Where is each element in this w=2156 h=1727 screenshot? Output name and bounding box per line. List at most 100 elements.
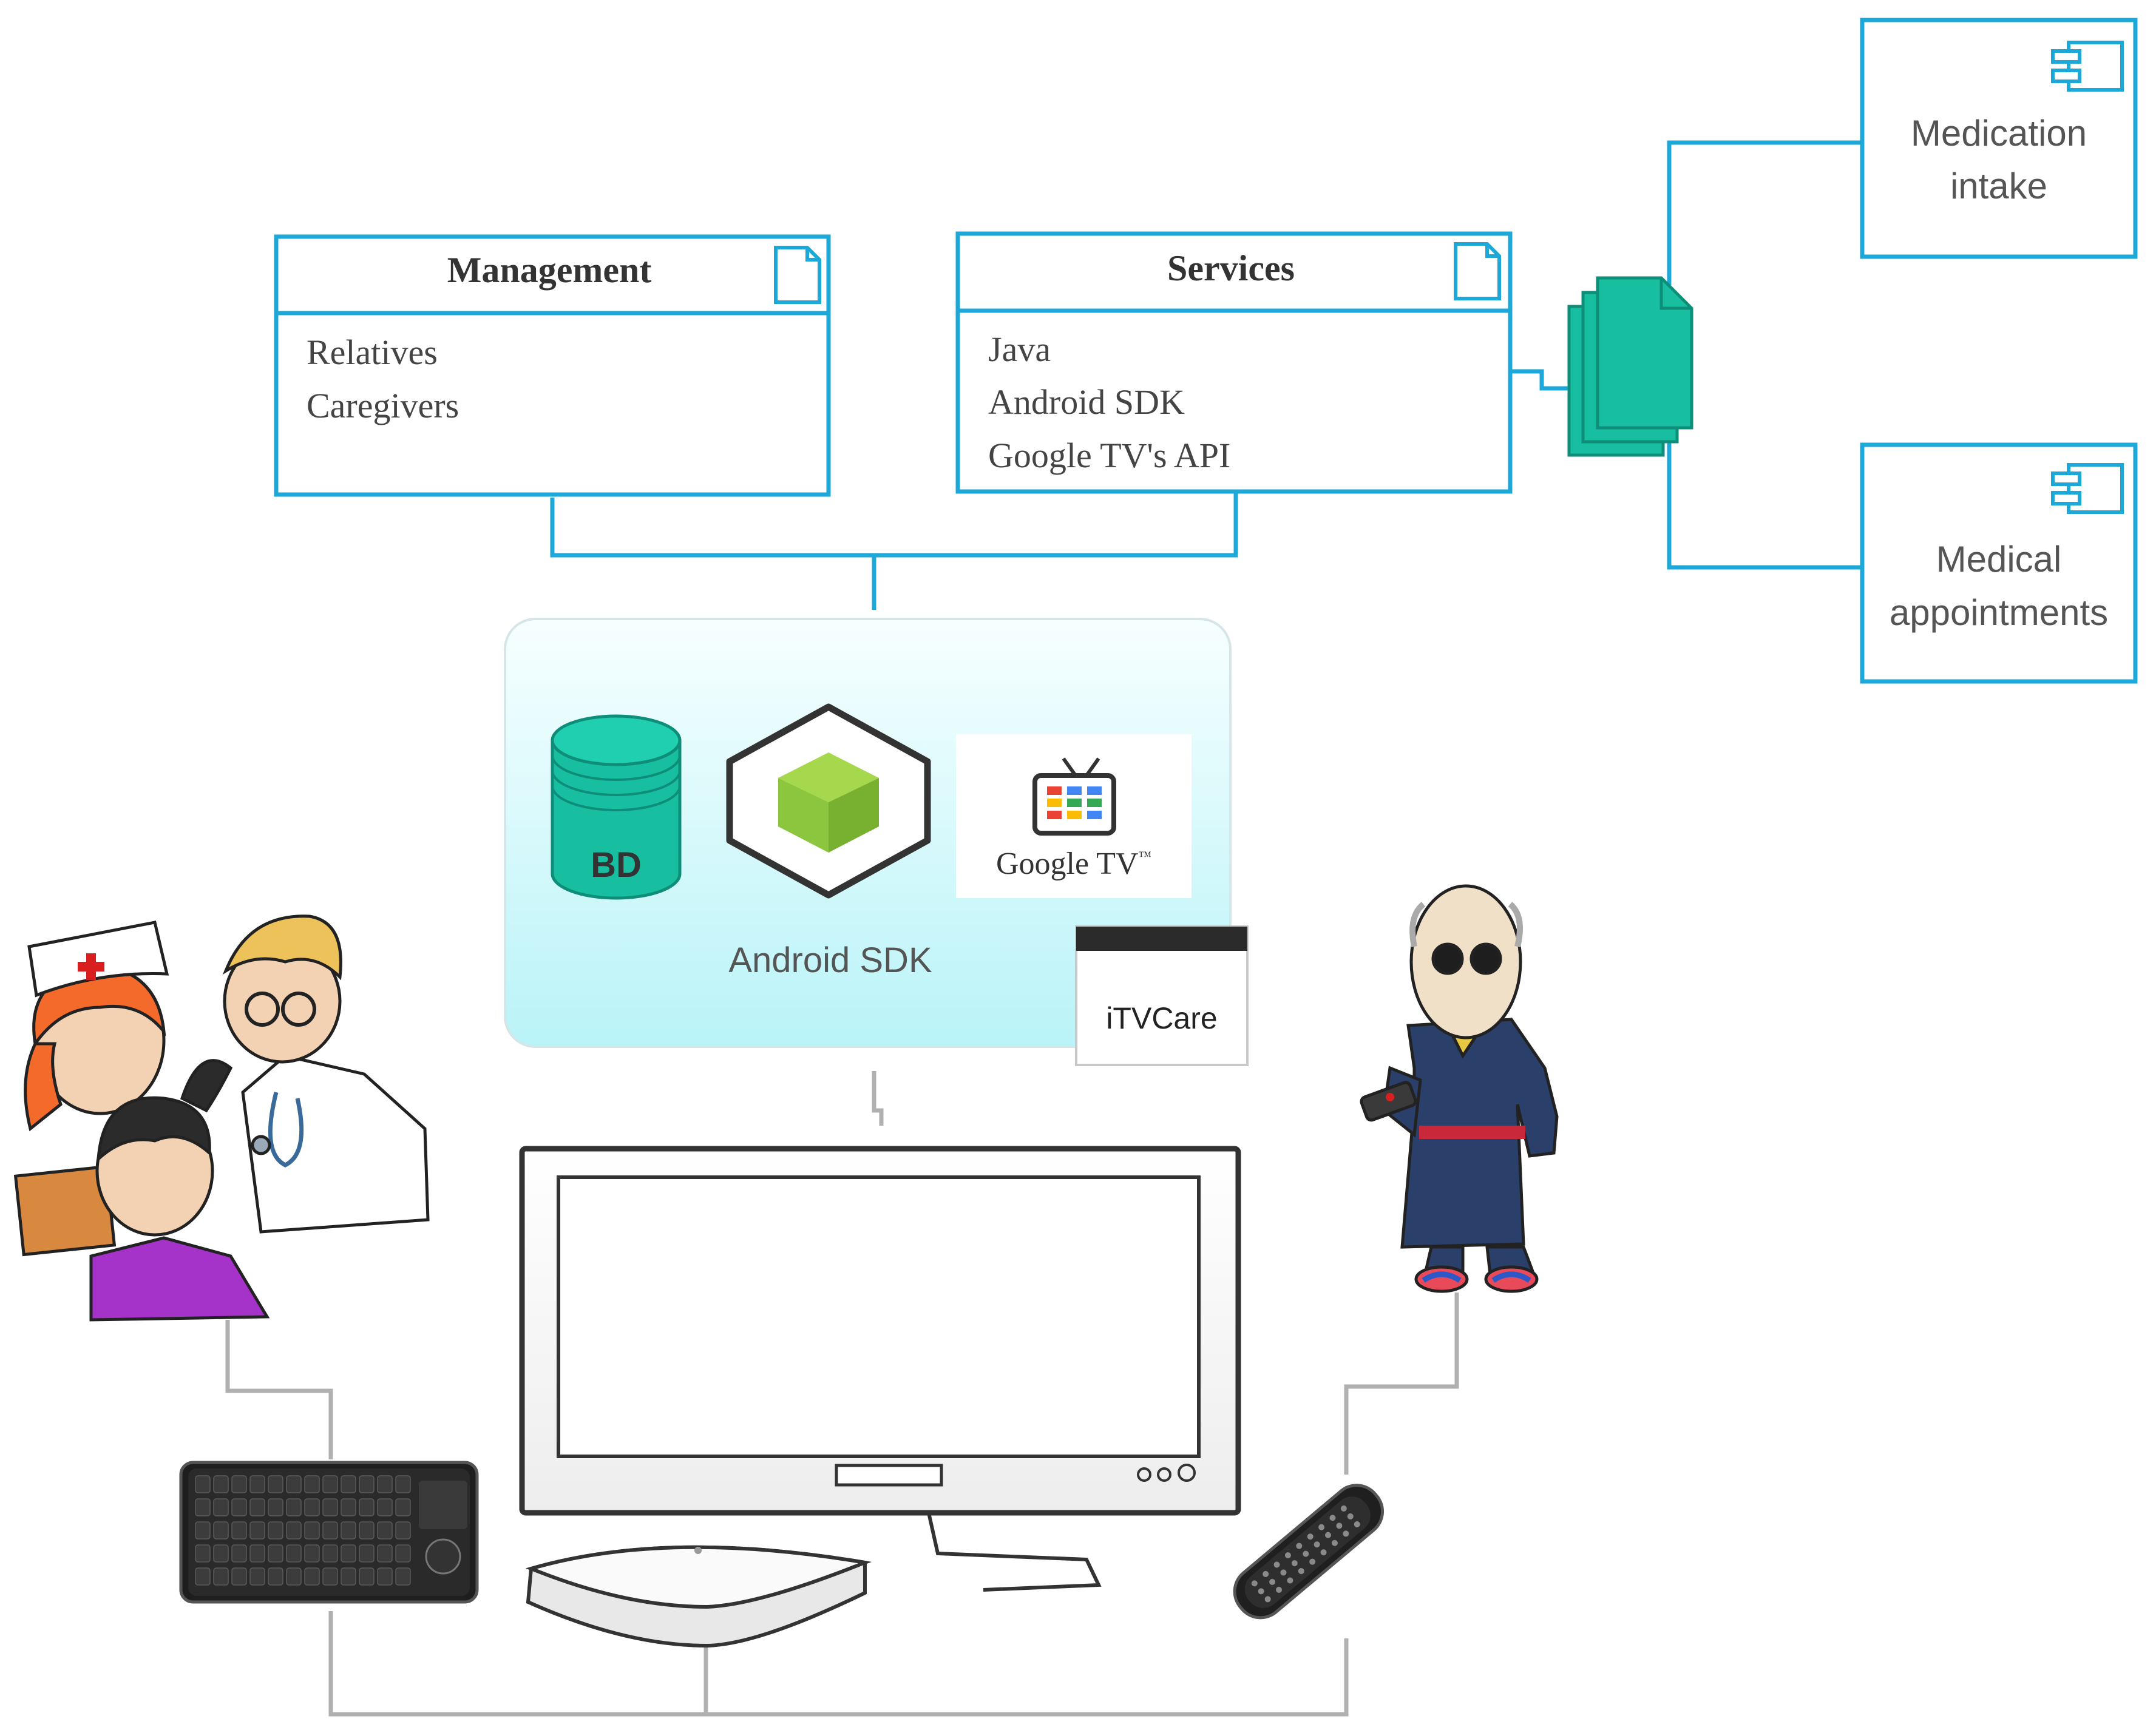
keyboard-key — [213, 1475, 229, 1493]
keyboard-key — [359, 1498, 375, 1516]
keyboard-key — [286, 1521, 302, 1539]
keyboard-key — [231, 1544, 247, 1563]
keyboard-key — [359, 1567, 375, 1586]
remote-button — [1343, 1530, 1349, 1537]
keyboard-key — [195, 1521, 211, 1539]
tv-icon — [1032, 757, 1116, 836]
appointments-component: Medical appointments — [1860, 442, 2138, 684]
remote-button — [1347, 1513, 1354, 1519]
set-top-box-icon — [525, 1545, 872, 1648]
keyboard-key — [231, 1521, 247, 1539]
keyboard-key — [249, 1567, 265, 1586]
remote-button — [1309, 1558, 1316, 1565]
remote-button — [1320, 1549, 1327, 1556]
elderly-man-illustration — [1360, 884, 1559, 1293]
connector-elder-to-remote — [1344, 1293, 1459, 1475]
keyboard-key — [395, 1498, 411, 1516]
keyboard-key — [395, 1475, 411, 1493]
keyboard-key — [359, 1544, 375, 1563]
services-item-java: Java — [988, 330, 1051, 369]
remote-button — [1340, 1505, 1347, 1512]
keyboard-key — [286, 1498, 302, 1516]
connector-management-to-platform — [550, 498, 876, 610]
component-icon — [2051, 41, 2124, 92]
remote-button — [1296, 1543, 1303, 1549]
remote-button — [1354, 1521, 1360, 1527]
keyboard-key — [395, 1521, 411, 1539]
remote-button — [1264, 1596, 1271, 1603]
connector-services-to-stack — [1511, 369, 1577, 391]
remote-button — [1298, 1568, 1304, 1575]
keyboard-key — [395, 1544, 411, 1563]
remote-button — [1269, 1578, 1276, 1585]
trademark-mark: ™ — [1138, 848, 1151, 864]
connector-devices-bus — [328, 1611, 1349, 1717]
remote-button — [1287, 1577, 1293, 1584]
keyboard-icon — [179, 1461, 479, 1604]
caregivers-illustration — [13, 914, 430, 1322]
keyboard-key — [286, 1544, 302, 1563]
keyboard-key — [195, 1498, 211, 1516]
remote-button — [1336, 1523, 1343, 1529]
remote-button — [1263, 1570, 1269, 1577]
document-icon — [774, 246, 821, 304]
remote-button — [1258, 1588, 1264, 1595]
services-item-googletv-api: Google TV's API — [988, 436, 1230, 475]
connector-caregivers-to-keyboard — [225, 1320, 333, 1459]
component-icon — [2051, 463, 2124, 514]
keyboard-key — [231, 1475, 247, 1493]
keyboard-keys — [195, 1475, 411, 1586]
appointments-label-line2: appointments — [1890, 592, 2108, 633]
keyboard-key — [268, 1498, 283, 1516]
keyboard-key — [268, 1475, 283, 1493]
keyboard-key — [249, 1498, 265, 1516]
keyboard-key — [377, 1567, 393, 1586]
medication-label-line2: intake — [1950, 166, 2047, 206]
android-sdk-label: Android SDK — [728, 941, 932, 980]
google-tv-logo: Google TV™ — [956, 734, 1192, 898]
keyboard-key — [249, 1521, 265, 1539]
keyboard-key — [268, 1567, 283, 1586]
keyboard-key — [341, 1475, 356, 1493]
keyboard-key — [377, 1475, 393, 1493]
medication-component: Medication intake — [1860, 18, 2138, 259]
remote-button — [1307, 1533, 1314, 1540]
document-icon — [1454, 242, 1501, 300]
keyboard-key — [213, 1544, 229, 1563]
keyboard-key — [341, 1521, 356, 1539]
keyboard-key — [231, 1567, 247, 1586]
management-class: Management Relatives Caregivers — [274, 234, 831, 497]
keyboard-key — [341, 1567, 356, 1586]
remote-button — [1273, 1561, 1280, 1568]
keyboard-key — [304, 1475, 320, 1493]
keyboard-key — [341, 1544, 356, 1563]
remote-control-icon — [1233, 1484, 1385, 1620]
keyboard-key — [286, 1567, 302, 1586]
services-title: Services — [1167, 248, 1295, 288]
keyboard-key — [377, 1544, 393, 1563]
android-cube-icon: Android SDK — [726, 703, 932, 980]
keyboard-key — [377, 1521, 393, 1539]
keyboard-key — [322, 1521, 338, 1539]
keyboard-key — [359, 1475, 375, 1493]
uml-connectors — [550, 140, 1865, 610]
document-stack-icon — [1567, 276, 1693, 457]
remote-button — [1331, 1539, 1338, 1546]
remote-button — [1303, 1550, 1309, 1557]
keyboard-key — [322, 1567, 338, 1586]
management-title: Management — [447, 250, 652, 290]
platform-panel: BD Android SDK — [504, 618, 1249, 1066]
keyboard-key — [213, 1521, 229, 1539]
remote-button — [1318, 1524, 1325, 1530]
keyboard-key — [304, 1521, 320, 1539]
services-item-android-sdk: Android SDK — [988, 382, 1185, 422]
keyboard-key — [322, 1498, 338, 1516]
remote-button — [1291, 1560, 1298, 1567]
device-connectors — [225, 1071, 1459, 1717]
google-tv-label: Google TV™ — [996, 847, 1151, 881]
keyboard-key — [249, 1475, 265, 1493]
management-item-caregivers: Caregivers — [307, 386, 459, 425]
keyboard-key — [377, 1498, 393, 1516]
connector-stack-to-medication — [1667, 140, 1865, 285]
remote-button — [1325, 1532, 1332, 1538]
